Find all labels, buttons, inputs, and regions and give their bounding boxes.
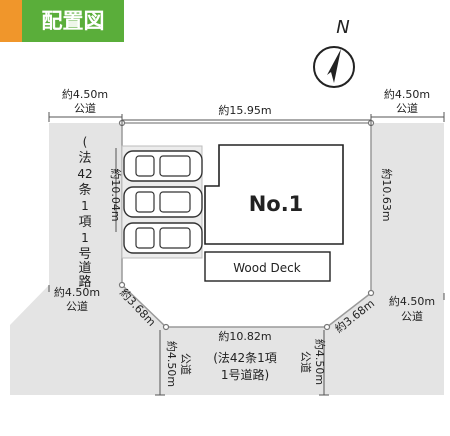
svg-text:(: (: [83, 135, 88, 149]
svg-text:条: 条: [78, 182, 91, 198]
page-title: 配置図: [42, 9, 105, 33]
north-arrow-icon: N: [313, 17, 355, 88]
building-label: No.1: [249, 192, 304, 216]
title-badge-orange-strip: [0, 0, 22, 42]
road-left-vertical: [49, 123, 122, 285]
building-footprint: [204, 144, 344, 245]
svg-text:約4.50m: 約4.50m: [384, 87, 430, 101]
wood-deck-label: Wood Deck: [233, 261, 300, 275]
boundary-marker: [118, 281, 126, 289]
dimension-right-label: 約10.63m: [380, 168, 394, 221]
svg-text:号: 号: [78, 247, 91, 262]
road-width-top-left: 約4.50m 公道: [48, 87, 122, 122]
svg-text:法: 法: [78, 151, 91, 166]
svg-text:約4.50m: 約4.50m: [165, 341, 179, 387]
svg-text:公道: 公道: [401, 309, 423, 323]
svg-text:項: 項: [78, 215, 91, 230]
svg-text:1: 1: [81, 231, 89, 245]
boundary-marker: [367, 289, 375, 297]
svg-text:公道: 公道: [299, 351, 313, 373]
dimension-left-label: 約10.04m: [109, 168, 123, 221]
road-bottom-private-line1: (法42条1項: [213, 351, 277, 365]
dimension-top: [121, 114, 372, 126]
svg-text:公道: 公道: [74, 101, 96, 115]
road-bottom-private-line2: 1号道路): [221, 367, 269, 382]
svg-text:公道: 公道: [179, 353, 193, 375]
svg-text:公道: 公道: [396, 101, 418, 115]
svg-text:路: 路: [78, 274, 91, 290]
parked-car: [123, 222, 203, 254]
road-width-bottom-left: 約4.50m 公道: [155, 330, 193, 396]
svg-text:道: 道: [78, 261, 91, 276]
svg-text:42: 42: [77, 167, 92, 181]
svg-text:1: 1: [81, 199, 89, 213]
svg-text:約4.50m: 約4.50m: [389, 294, 435, 308]
roads: [10, 123, 444, 395]
svg-text:公道: 公道: [66, 299, 88, 313]
title-badge: 配置図: [0, 0, 124, 42]
north-label: N: [336, 17, 349, 38]
svg-text:約4.50m: 約4.50m: [313, 339, 327, 385]
road-bottom: [10, 285, 444, 395]
parked-car: [123, 150, 203, 182]
road-width-left-bottom: 約4.50m 公道: [48, 285, 100, 313]
road-width-right-bottom: 約4.50m 公道: [389, 293, 445, 323]
boundary-marker: [162, 323, 170, 331]
road-width-bottom-right: 公道 約4.50m: [299, 330, 329, 396]
boundary-markers: [118, 119, 375, 331]
road-width-top-right: 約4.50m 公道: [371, 87, 445, 122]
title-badge-green-box: [22, 0, 124, 42]
dimension-top-label: 約15.95m: [218, 103, 271, 117]
boundary-marker: [323, 323, 331, 331]
svg-text:約4.50m: 約4.50m: [62, 87, 108, 101]
dimension-bottom-label: 約10.82m: [218, 329, 271, 343]
parked-car: [123, 186, 203, 218]
wood-deck: [204, 251, 331, 282]
compass-needle: [327, 49, 341, 83]
road-right-vertical: [371, 123, 444, 293]
svg-text:約4.50m: 約4.50m: [54, 285, 100, 299]
road-left-private-label: ( 法 42 条 1 項 1 号 道 路 ): [77, 135, 92, 291]
